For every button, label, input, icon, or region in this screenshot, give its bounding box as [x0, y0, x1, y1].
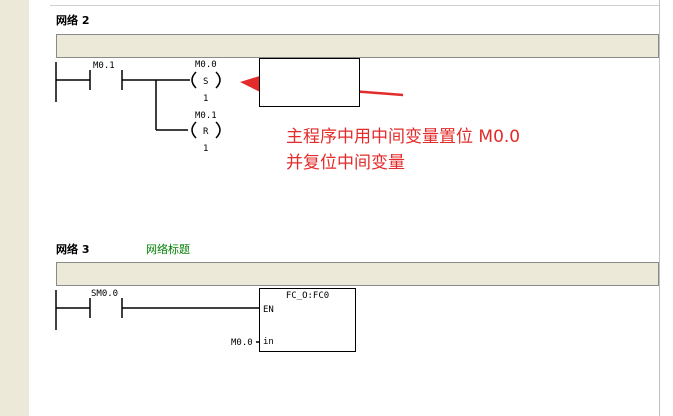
- contact-sm0-0-label: SM0.0: [91, 289, 118, 299]
- network-3-title[interactable]: 网络 3: [56, 243, 90, 256]
- fc-in-pin: in: [263, 337, 274, 347]
- fc-in-operand: M0.0: [231, 338, 253, 348]
- coil-reset-m0-1[interactable]: [191, 121, 221, 139]
- coil-reset-count: 1: [203, 144, 208, 154]
- network-2-comment-box[interactable]: [56, 34, 659, 58]
- contact-sm0-0[interactable]: [89, 298, 123, 318]
- annotation-line-1: 主程序中用中间变量置位 M0.0: [286, 127, 521, 147]
- power-rail-area: [29, 0, 49, 416]
- coil-set-count: 1: [203, 94, 208, 104]
- coil-reset-address: M0.1: [195, 111, 217, 121]
- network-3-comment-title[interactable]: 网络标题: [146, 243, 190, 256]
- fc-block-name: FC_O:FC0: [285, 291, 330, 301]
- contact-m0-1[interactable]: [89, 70, 123, 90]
- top-header-strip: [50, 0, 660, 6]
- coil-set-symbol: S: [203, 77, 208, 87]
- coil-set-address: M0.0: [195, 60, 217, 70]
- annotation-text: 主程序中用中间变量置位 M0.0 并复位中间变量: [286, 124, 520, 176]
- network-2-title[interactable]: 网络 2: [56, 14, 90, 27]
- coil-set-m0-0[interactable]: [191, 71, 221, 89]
- editor-right-edge: [659, 0, 660, 416]
- annotation-line-2: 并复位中间变量: [286, 153, 405, 173]
- empty-network-element[interactable]: [259, 58, 360, 107]
- network-3-comment-box[interactable]: [56, 262, 659, 286]
- contact-m0-1-label: M0.1: [93, 61, 115, 71]
- coil-reset-symbol: R: [203, 127, 209, 137]
- function-block-fc0[interactable]: FC_O:FC0 EN in: [259, 288, 356, 352]
- fc-en-pin: EN: [263, 305, 274, 315]
